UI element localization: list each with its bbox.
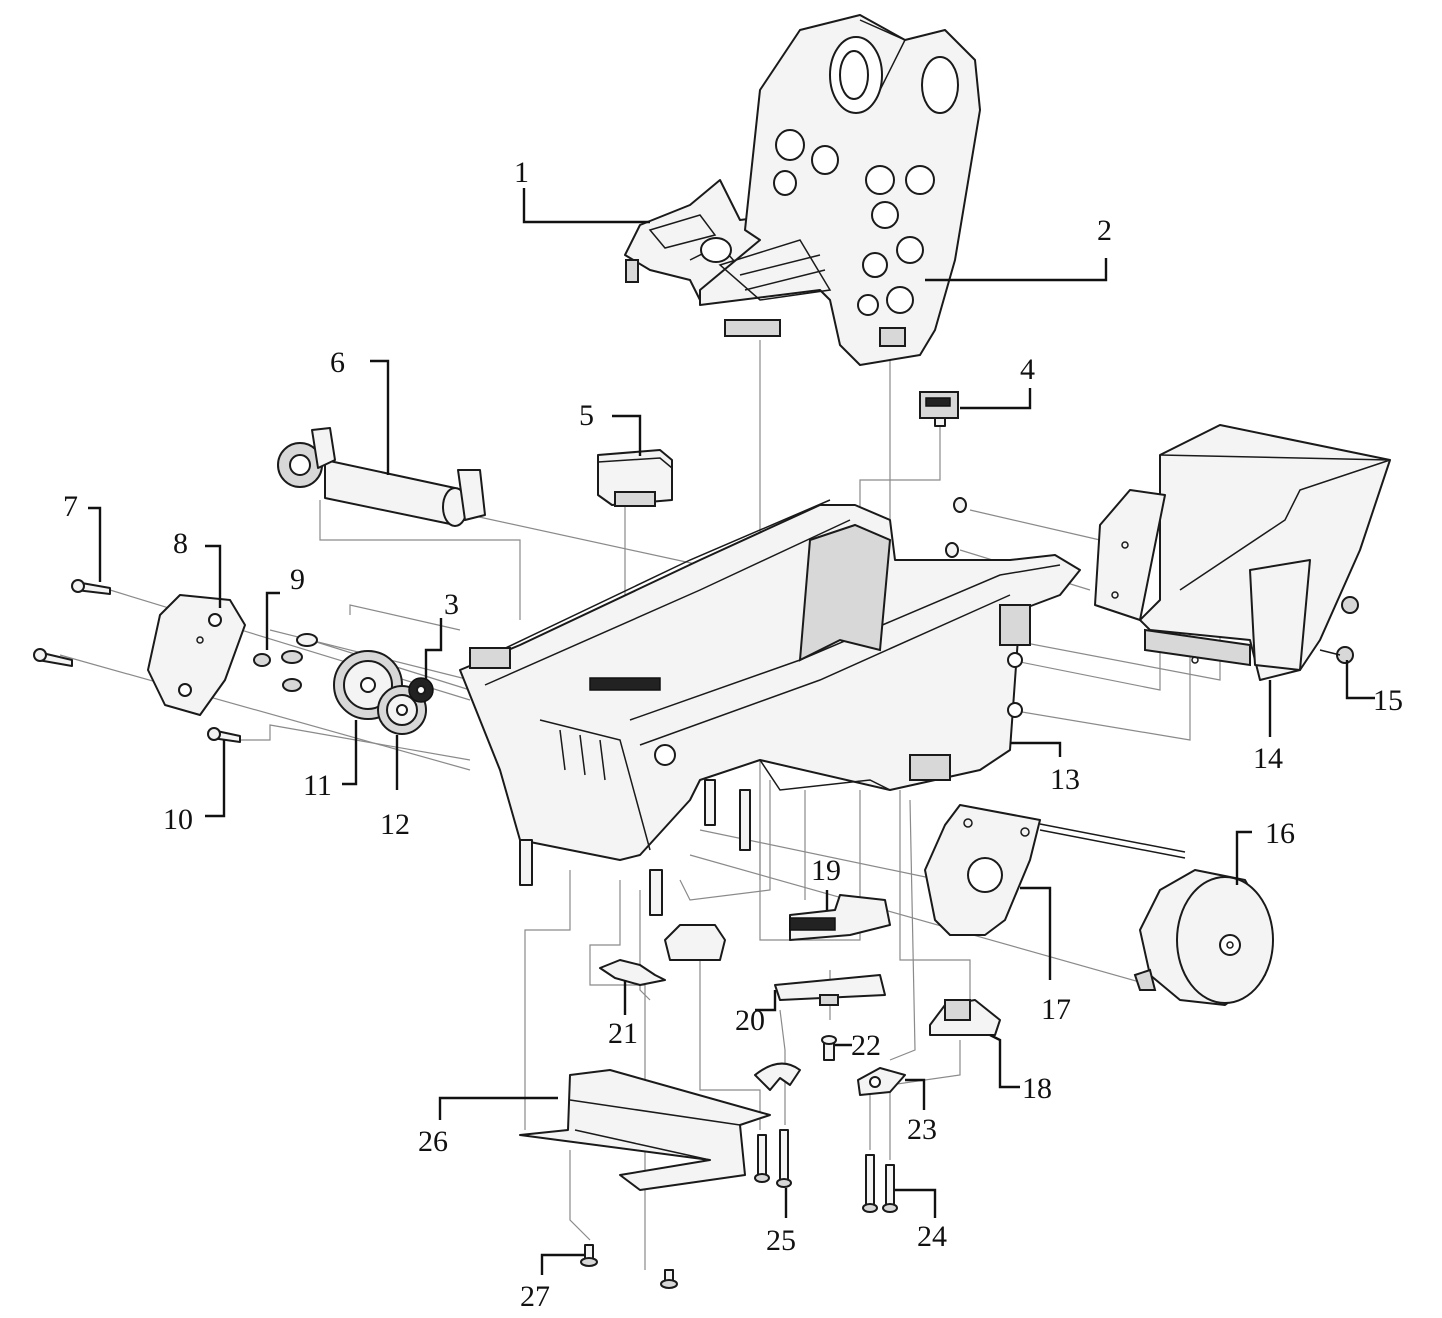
part-21-spring-clip [599, 959, 666, 986]
part-13-main-chassis [459, 499, 1081, 916]
part-8-side-plate [147, 594, 246, 716]
callout-1: 1 [514, 156, 529, 189]
part-10-screw [207, 727, 241, 743]
part-6-platen-roller [277, 427, 486, 527]
callout-labels: 1 2 3 4 5 6 7 8 9 10 11 12 13 14 15 16 1… [63, 156, 1403, 1313]
callout-3: 3 [444, 588, 459, 621]
part-11-large-gear [333, 650, 403, 720]
callout-27: 27 [520, 1280, 550, 1313]
callout-10: 10 [163, 803, 193, 836]
part-4-sensor-block [919, 391, 959, 427]
callout-7: 7 [63, 490, 78, 523]
frame-screws [945, 497, 967, 558]
callout-26: 26 [418, 1125, 448, 1158]
part-23-cam [857, 1067, 906, 1096]
callout-16: 16 [1265, 817, 1295, 850]
callout-23: 23 [907, 1113, 937, 1146]
callout-21: 21 [608, 1017, 638, 1050]
part-17-motor-bracket [924, 804, 1186, 936]
callout-leaders [88, 188, 1375, 1275]
callout-2: 2 [1097, 214, 1112, 247]
callout-6: 6 [330, 346, 345, 379]
callout-8: 8 [173, 527, 188, 560]
part-22-pin [821, 1035, 837, 1061]
callout-11: 11 [303, 769, 332, 802]
part-27-screws [580, 1244, 678, 1289]
part-cam [754, 1062, 801, 1091]
callout-19: 19 [811, 854, 841, 887]
callout-20: 20 [735, 1004, 765, 1037]
part-18-sensor [929, 999, 1001, 1036]
callout-24: 24 [917, 1220, 947, 1253]
callout-15: 15 [1373, 684, 1403, 717]
callout-5: 5 [579, 399, 594, 432]
part-3-small-gear [408, 677, 434, 703]
callout-25: 25 [766, 1224, 796, 1257]
part-25-screws [754, 1129, 792, 1188]
part-7-screws [33, 579, 111, 667]
part-26-base-plate [519, 1069, 771, 1191]
callout-14: 14 [1253, 742, 1283, 775]
part-9-pins [253, 633, 318, 692]
part-16-motor [1133, 869, 1274, 1006]
part-24-screws [862, 1154, 898, 1213]
part-2-support-arm [699, 14, 981, 366]
part-board-clip [664, 924, 726, 961]
part-20-lever [774, 974, 886, 1006]
callout-18: 18 [1022, 1072, 1052, 1105]
callout-17: 17 [1041, 993, 1071, 1026]
part-14-paper-holder [1094, 424, 1391, 681]
part-1-upper-cover-bracket [624, 179, 831, 301]
part-5-connector [597, 449, 673, 507]
callout-13: 13 [1050, 763, 1080, 796]
part-15-screws [1319, 596, 1359, 664]
callout-9: 9 [290, 563, 305, 596]
part-19-bracket [789, 894, 891, 941]
callout-12: 12 [380, 808, 410, 841]
callout-22: 22 [851, 1029, 881, 1062]
callout-4: 4 [1020, 353, 1035, 386]
